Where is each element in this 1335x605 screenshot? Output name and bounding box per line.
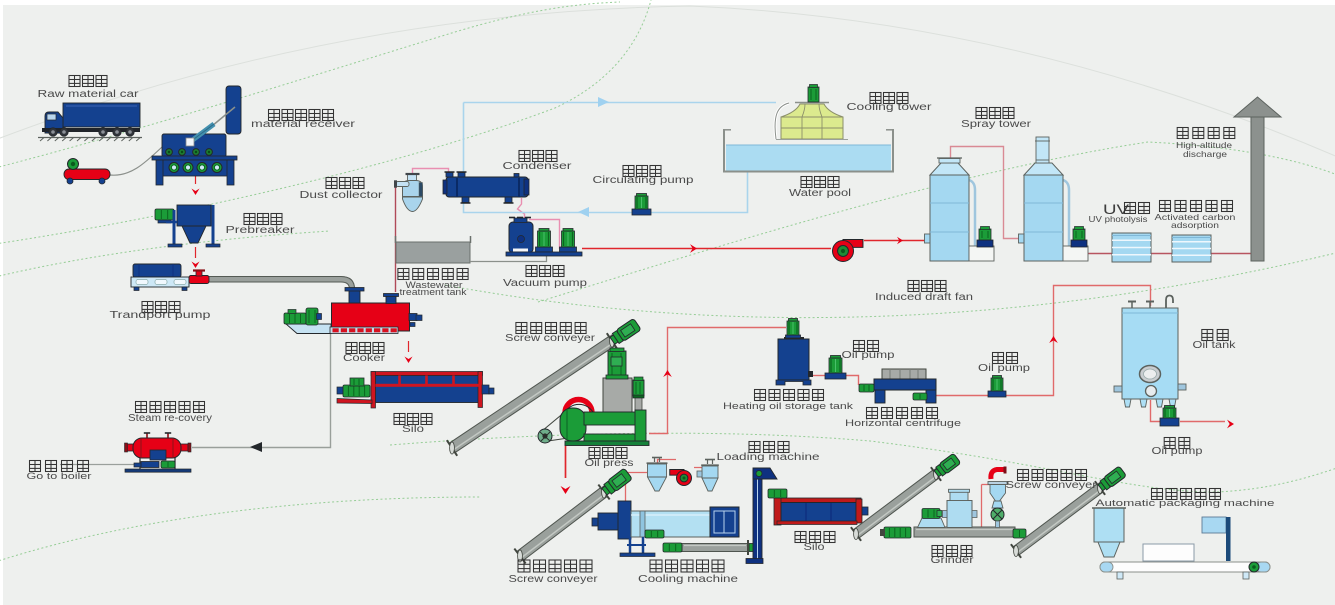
svg-text:Prebreaker: Prebreaker [226, 225, 296, 236]
svg-text:UV: UV [1103, 201, 1130, 217]
svg-text:Vacuum pump: Vacuum pump [503, 278, 588, 289]
svg-text:Oil pump: Oil pump [842, 350, 896, 361]
svg-text:Silo: Silo [804, 542, 826, 553]
svg-text:Cooling machine: Cooling machine [638, 573, 738, 585]
svg-text:Condenser: Condenser [503, 161, 573, 172]
svg-text:Cooling tower: Cooling tower [847, 102, 933, 113]
svg-text:Spray tower: Spray tower [961, 119, 1032, 130]
svg-text:Silo: Silo [402, 424, 425, 435]
svg-text:Dust collector: Dust collector [300, 190, 384, 201]
svg-text:Steam re-covery: Steam re-covery [128, 413, 212, 424]
svg-text:Wastewater: Wastewater [406, 280, 463, 290]
svg-text:Oil press: Oil press [585, 458, 634, 469]
svg-text:Go to boiler: Go to boiler [27, 471, 92, 482]
svg-text:material receiver: material receiver [251, 119, 356, 130]
svg-text:Horizontal centrifuge: Horizontal centrifuge [845, 418, 961, 429]
svg-text:Screw conveyer: Screw conveyer [1006, 480, 1098, 491]
svg-text:Circulating pump: Circulating pump [593, 175, 695, 186]
svg-text:Water pool: Water pool [789, 188, 851, 199]
svg-text:UV photolysis: UV photolysis [1089, 214, 1148, 224]
svg-text:Screw conveyer: Screw conveyer [505, 333, 596, 344]
svg-text:Heating oil storage tank: Heating oil storage tank [723, 401, 853, 412]
svg-text:Trandport pump: Trandport pump [110, 310, 212, 321]
svg-text:Oil tank: Oil tank [1193, 340, 1237, 351]
svg-text:High-altitude: High-altitude [1176, 140, 1232, 150]
svg-text:Oil pump: Oil pump [1152, 446, 1204, 457]
svg-text:discharge: discharge [1183, 149, 1227, 159]
svg-text:Activated carbon: Activated carbon [1155, 212, 1236, 222]
svg-text:Induced draft fan: Induced draft fan [875, 292, 973, 303]
svg-text:Raw material car: Raw material car [38, 89, 140, 100]
svg-text:Screw conveyer: Screw conveyer [509, 573, 599, 585]
svg-text:Grinder: Grinder [931, 555, 975, 566]
svg-text:Automatic packaging machine: Automatic packaging machine [1096, 498, 1275, 509]
svg-text:Cooker: Cooker [343, 353, 386, 364]
svg-text:Loading machine: Loading machine [717, 452, 821, 463]
svg-text:treatment tank: treatment tank [400, 287, 468, 297]
svg-text:adsorption: adsorption [1171, 220, 1219, 230]
svg-text:Oil pump: Oil pump [978, 363, 1031, 374]
